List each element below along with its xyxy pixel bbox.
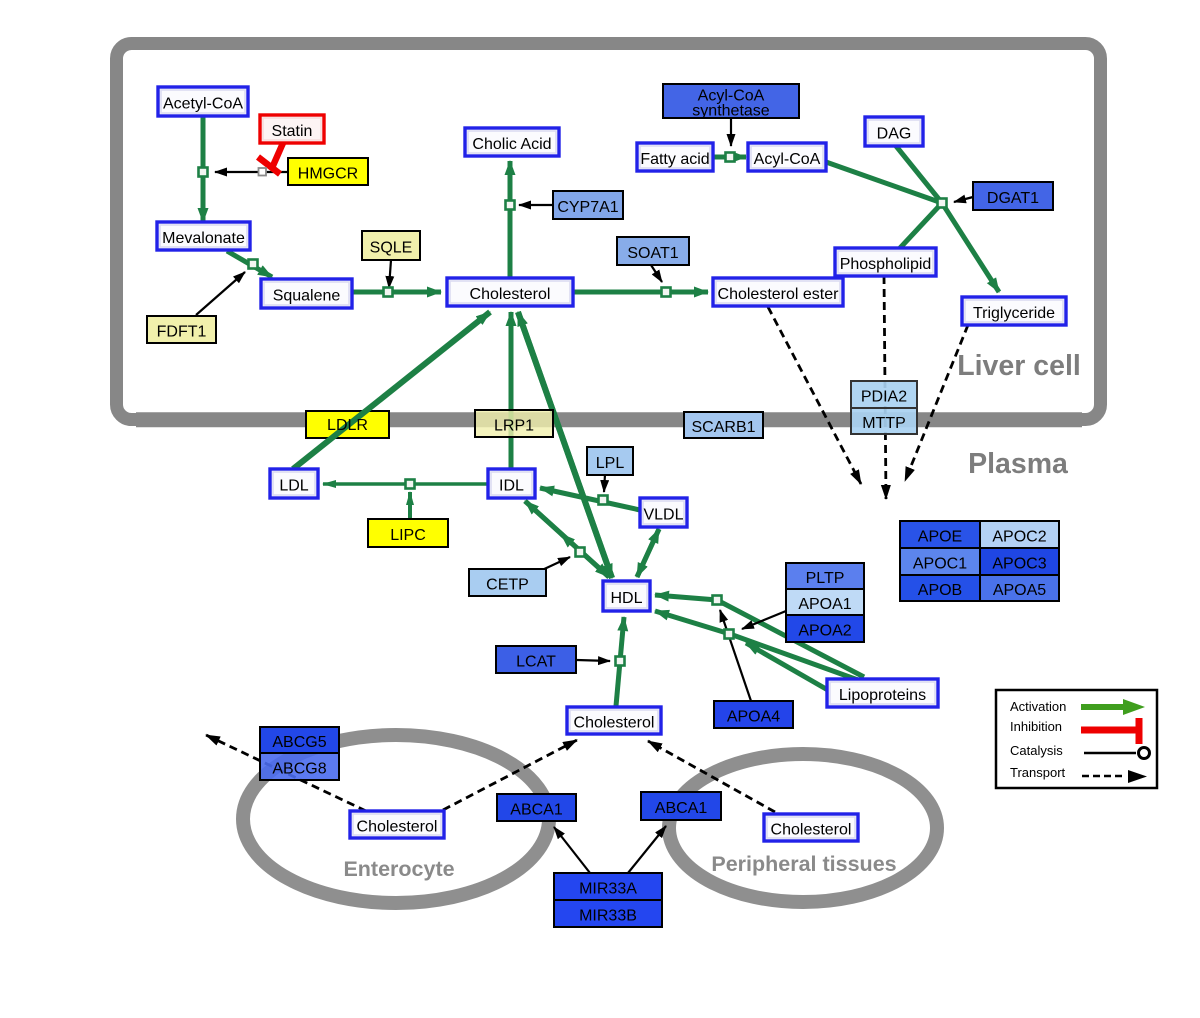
- svg-text:ABCG8: ABCG8: [272, 761, 326, 778]
- svg-text:LCAT: LCAT: [516, 654, 556, 671]
- svg-text:SOAT1: SOAT1: [627, 245, 678, 262]
- svg-text:Catalysis: Catalysis: [1010, 743, 1063, 758]
- svg-text:APOC3: APOC3: [992, 556, 1046, 573]
- svg-text:Cholesterol: Cholesterol: [574, 715, 655, 732]
- svg-text:Statin: Statin: [272, 123, 313, 140]
- svg-text:Cholesterol: Cholesterol: [470, 286, 551, 303]
- svg-text:Lipoproteins: Lipoproteins: [839, 687, 926, 704]
- svg-text:DAG: DAG: [877, 126, 912, 143]
- svg-text:Acetyl-CoA: Acetyl-CoA: [163, 96, 243, 113]
- svg-text:Inhibition: Inhibition: [1010, 719, 1062, 734]
- svg-text:APOB: APOB: [918, 582, 962, 599]
- svg-text:Fatty acid: Fatty acid: [640, 151, 709, 168]
- svg-text:LDLR: LDLR: [327, 417, 368, 434]
- svg-text:Cholic Acid: Cholic Acid: [472, 136, 551, 153]
- svg-text:Activation: Activation: [1010, 699, 1066, 714]
- svg-text:APOA4: APOA4: [727, 709, 780, 726]
- svg-text:VLDL: VLDL: [643, 507, 683, 524]
- svg-text:LPL: LPL: [596, 455, 625, 472]
- svg-text:CYP7A1: CYP7A1: [557, 199, 618, 216]
- svg-text:ABCA1: ABCA1: [655, 800, 708, 817]
- svg-text:CETP: CETP: [486, 577, 529, 594]
- svg-text:APOA2: APOA2: [798, 623, 851, 640]
- svg-text:FDFT1: FDFT1: [157, 324, 207, 341]
- svg-text:PDIA2: PDIA2: [861, 389, 907, 406]
- svg-text:HMGCR: HMGCR: [298, 166, 358, 183]
- svg-text:APOC1: APOC1: [913, 556, 967, 573]
- svg-text:Squalene: Squalene: [273, 288, 341, 305]
- svg-text:Cholesterol: Cholesterol: [771, 822, 852, 839]
- svg-text:HDL: HDL: [610, 590, 642, 607]
- svg-text:APOA5: APOA5: [993, 582, 1046, 599]
- svg-text:ABCG5: ABCG5: [272, 734, 326, 751]
- svg-text:MTTP: MTTP: [862, 415, 906, 432]
- svg-text:LIPC: LIPC: [390, 527, 426, 544]
- svg-text:Triglyceride: Triglyceride: [973, 305, 1055, 322]
- svg-text:Liver cell: Liver cell: [957, 350, 1081, 382]
- svg-text:ABCA1: ABCA1: [510, 802, 563, 819]
- svg-text:SCARB1: SCARB1: [691, 419, 755, 436]
- svg-text:LDL: LDL: [279, 478, 308, 495]
- svg-text:Enterocyte: Enterocyte: [343, 857, 454, 881]
- svg-text:Acyl-CoA: Acyl-CoA: [698, 88, 765, 105]
- svg-text:synthetase: synthetase: [692, 103, 769, 120]
- svg-text:APOC2: APOC2: [992, 529, 1046, 546]
- svg-text:Mevalonate: Mevalonate: [162, 230, 245, 247]
- svg-text:LRP1: LRP1: [494, 418, 534, 435]
- svg-text:Plasma: Plasma: [968, 448, 1069, 480]
- svg-text:Peripheral tissues: Peripheral tissues: [711, 852, 896, 876]
- svg-text:Phospholipid: Phospholipid: [840, 256, 932, 273]
- svg-text:Cholesterol: Cholesterol: [357, 819, 438, 836]
- svg-text:Cholesterol ester: Cholesterol ester: [718, 286, 840, 303]
- svg-text:Transport: Transport: [1010, 765, 1066, 780]
- svg-text:SQLE: SQLE: [370, 240, 413, 257]
- svg-text:APOA1: APOA1: [798, 596, 851, 613]
- svg-text:DGAT1: DGAT1: [987, 190, 1039, 207]
- svg-text:MIR33A: MIR33A: [579, 881, 637, 898]
- svg-text:MIR33B: MIR33B: [579, 908, 637, 925]
- svg-text:PLTP: PLTP: [806, 570, 845, 587]
- svg-text:IDL: IDL: [499, 478, 524, 495]
- svg-text:Acyl-CoA: Acyl-CoA: [754, 151, 821, 168]
- svg-text:APOE: APOE: [918, 529, 962, 546]
